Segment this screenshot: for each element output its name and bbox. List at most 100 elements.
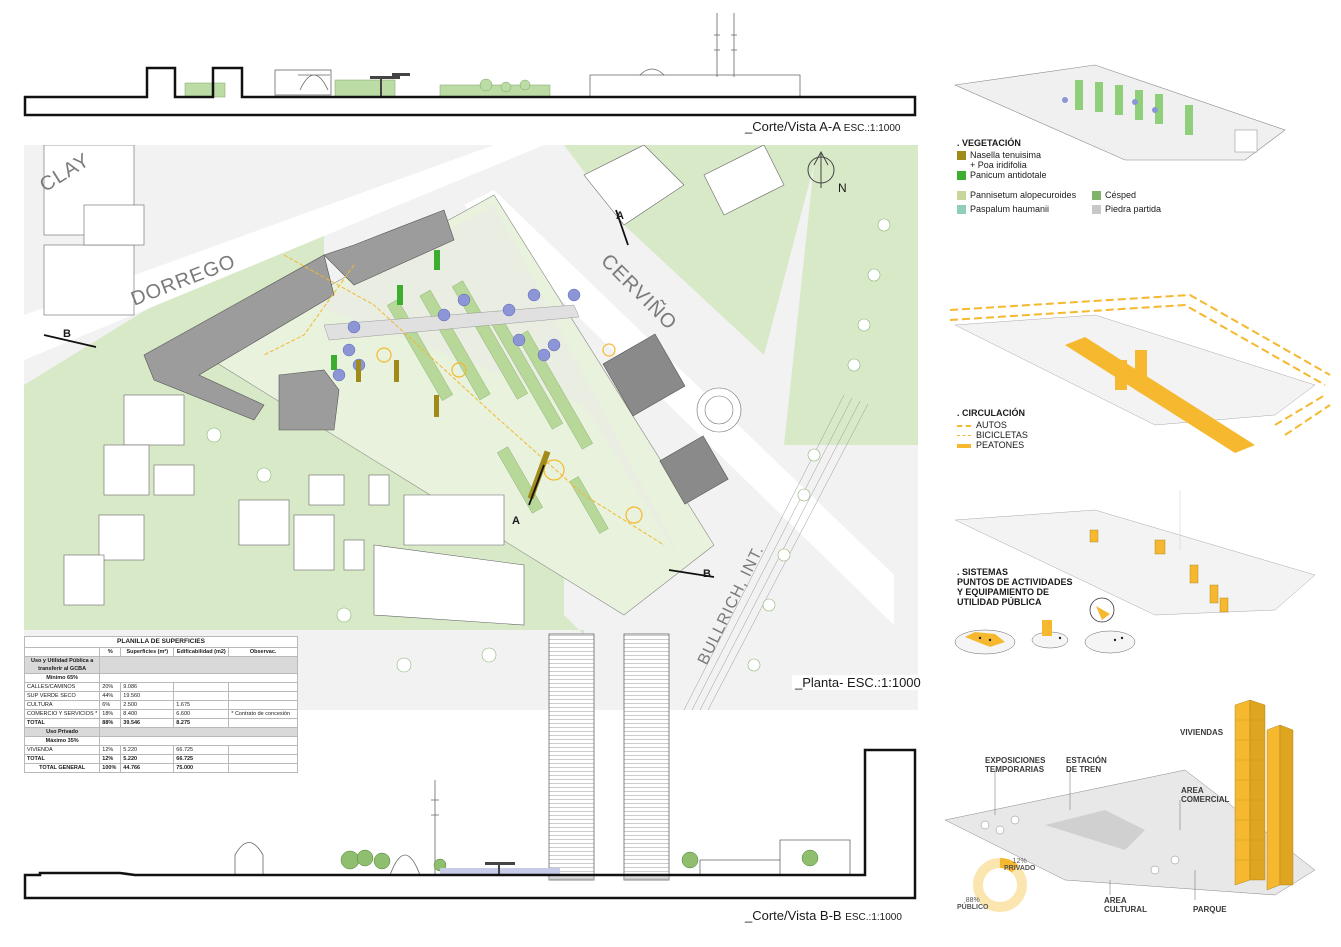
swatch-piedra [1092,205,1101,215]
table-cell: 8.400 [120,709,175,719]
section-marker-b-left: B [63,328,71,340]
label-line: TEMPORARIAS [985,765,1045,774]
legend-item: Nasella tenuisima [957,150,1157,161]
swatch-nasella [957,151,966,161]
legend-label: Paspalum haumanii [970,204,1050,214]
legend-label: PEATONES [976,440,1025,450]
legend-sistemas-subtitle-2: Y EQUIPAMIENTO DE [957,587,1050,597]
donut-publico-pct: 88% [965,897,980,904]
legend-sistemas-title: . SISTEMAS [957,567,1009,577]
table-cell: * Contrato de concesión [228,709,298,719]
donut-privado-label: 12% PRIVADO [1004,858,1035,872]
label-area-comercial: AREA COMERCIAL [1181,786,1229,804]
legend-label: Pannisetum alopecuroides [970,190,1077,200]
swatch-panicum [957,171,966,181]
swatch-pannisetum [957,191,966,201]
legend-label: Césped [1105,190,1137,200]
table-cell: 39.546 [120,718,175,728]
table-cell: COMERCIO Y SERVICIOS * [23,709,101,719]
plan-scale: ESC.:1:1000 [847,675,921,690]
table-cell: 2.500 [120,700,175,710]
table-header-0 [23,647,101,657]
donut-privado-pct: 12% [1012,858,1027,865]
legend-vegetacion: . VEGETACIÓN Nasella tenuisima + Poa iri… [957,138,1157,181]
legend-sistemas-subtitle-1: PUNTOS DE ACTIVIDADES [957,577,1073,587]
legend-item: Pannisetum alopecuroides [957,190,1077,201]
table-cell: 6% [99,700,122,710]
legend-item: Piedra partida [1092,204,1162,215]
program-axo [945,700,1316,912]
legend-item: BICICLETAS [957,430,1028,440]
surface-table: PLANILLA DE SUPERFICIES % Superficies (m… [23,636,298,773]
legend-label: + Poa iridifolia [970,160,1027,171]
label-line: COMERCIAL [1181,795,1230,804]
legend-item: Paspalum haumanii [957,204,1050,215]
swatch-cesped [1092,191,1101,201]
table-header-4: Observac. [228,647,298,657]
line-peatones-icon [957,443,971,448]
legend-vegetacion-title: . VEGETACIÓN [957,138,1021,148]
legend-circulacion-title: . CIRCULACIÓN [957,408,1025,418]
section-aa-scale: ESC.:1:1000 [843,123,901,134]
legend-label: Piedra partida [1105,204,1162,214]
section-aa-title: _Corte/Vista A-A ESC.:1:1000 [745,119,901,134]
table-cell: 44% [99,691,122,701]
section-bb-drawing [23,748,917,900]
label-viviendas: VIVIENDAS [1180,728,1224,737]
table-cell: TOTAL [23,718,101,728]
table-cell: 19.560 [120,691,175,701]
legend-circulacion: . CIRCULACIÓN AUTOS BICICLETAS PEATONES [957,408,1028,450]
legend-item: PEATONES [957,440,1028,450]
line-bicicletas-icon [957,435,971,437]
table-cell: CULTURA [23,700,101,710]
line-autos-icon [957,424,971,427]
table-cell: TOTAL GENERAL [23,763,101,773]
legend-label: Panicum antidotale [970,170,1047,181]
layer-axo-sistemas [954,490,1316,616]
activity-icons [954,597,1136,655]
table-cell: SUP VERDE SECO [23,691,101,701]
plan-label: _Planta- [795,675,844,690]
table-group2-title: Uso Privado [23,727,101,737]
label-area-cultural: AREA CULTURAL [1104,896,1147,914]
table-cell [228,763,298,773]
towers-elevation [548,633,670,881]
table-cell [173,682,230,692]
legend-sistemas: . SISTEMAS PUNTOS DE ACTIVIDADES Y EQUIP… [957,567,1073,607]
layer-axo-vegetation [953,64,1286,161]
table-cell [228,682,298,692]
label-line: AREA [1181,786,1204,795]
table-cell [228,718,298,728]
legend-item: + Poa iridifolia [957,160,1157,170]
label-line: EXPOSICIONES [985,756,1046,765]
swatch-paspalum [957,205,966,215]
label-exposiciones: EXPOSICIONES TEMPORARIAS [985,756,1045,774]
table-header-1: % [99,647,122,657]
section-aa-drawing [23,13,917,117]
table-cell [228,700,298,710]
section-marker-b-right: B [703,568,711,580]
table-group1-title: Uso y Utilidad Pública a transferir al G… [23,656,101,674]
label-line: CULTURAL [1104,905,1147,914]
donut-publico-label: 88% PÚBLICO [957,897,989,911]
table-group1-min: Mínimo 65% [23,673,101,683]
legend-label: AUTOS [976,420,1007,430]
table-header-2: Superficies (m²) [120,647,175,657]
section-bb-label: _Corte/Vista B-B [745,908,842,923]
layer-axo-circulation [949,293,1331,453]
section-bb-scale: ESC.:1:1000 [845,912,902,923]
legend-item: Césped [1092,190,1137,201]
table-cell: 6.600 [173,709,230,719]
section-bb-title: _Corte/Vista B-B ESC.:1:1000 [745,908,902,923]
label-parque: PARQUE [1193,905,1227,914]
surface-table-panel: PLANILLA DE SUPERFICIES % Superficies (m… [23,636,298,796]
table-cell: CALLES/CAMINOS [23,682,101,692]
table-header-3: Edificabilidad (m2) [173,647,230,657]
donut-publico-text: PÚBLICO [957,904,989,911]
table-cell [173,691,230,701]
table-cell: 8.275 [173,718,230,728]
